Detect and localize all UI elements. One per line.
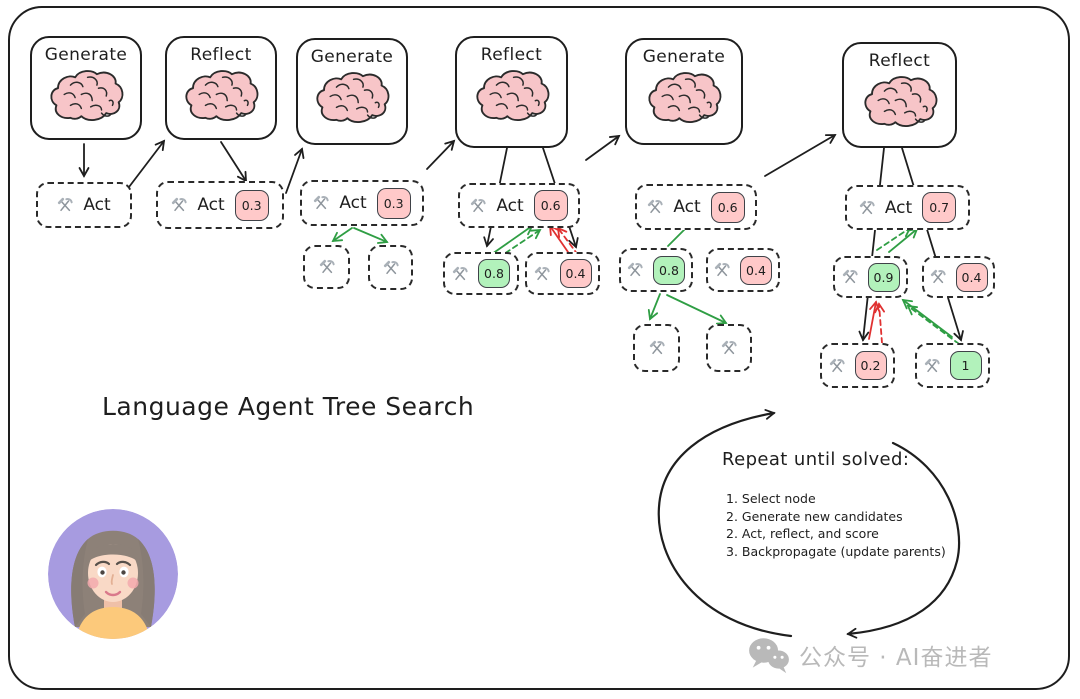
hammer-and-pick-icon <box>171 197 187 213</box>
phase-label: Generate <box>44 45 128 65</box>
act-node-4: Act 0.6 <box>458 183 580 228</box>
hammer-and-pick-icon <box>319 259 335 275</box>
loop-steps: 1. Select node 2. Generate new candidate… <box>726 490 946 560</box>
hammer-and-pick-icon <box>829 358 845 374</box>
hammer-and-pick-icon <box>721 340 737 356</box>
diagram-title: Language Agent Tree Search <box>102 392 475 421</box>
watermark: 公众号 · AI奋进者 <box>748 636 992 674</box>
hammer-and-pick-icon <box>534 266 550 282</box>
act-label: Act <box>496 195 524 216</box>
score-badge: 0.6 <box>533 190 568 221</box>
score-badge: 0.8 <box>478 259 510 288</box>
score-badge: 0.2 <box>854 351 887 380</box>
act-label: Act <box>339 193 367 213</box>
grandchild-node: 0.2 <box>820 343 895 388</box>
score-badge: 0.6 <box>710 191 745 223</box>
brain-icon <box>180 68 262 124</box>
hammer-and-pick-icon <box>57 197 73 213</box>
brain-icon <box>643 70 725 126</box>
candidate-node <box>633 324 680 372</box>
wechat-icon <box>749 638 789 674</box>
child-node: 0.8 <box>443 252 519 295</box>
child-node: 0.4 <box>922 256 995 298</box>
act-label: Act <box>197 195 225 215</box>
hammer-and-pick-icon <box>452 266 468 282</box>
phase-label: Reflect <box>868 51 931 71</box>
candidate-node <box>303 245 350 289</box>
act-label: Act <box>83 195 111 215</box>
hammer-and-pick-icon <box>924 358 940 374</box>
outer-frame <box>8 6 1070 690</box>
hammer-and-pick-icon <box>714 262 730 278</box>
phase-label: Reflect <box>190 45 252 65</box>
phase-label: Reflect <box>480 45 543 65</box>
child-node: 0.4 <box>525 252 600 295</box>
hammer-and-pick-icon <box>470 198 486 214</box>
loop-heading: Repeat until solved: <box>722 449 910 470</box>
hammer-and-pick-icon <box>627 262 643 278</box>
phase-label: Generate <box>642 47 726 67</box>
hammer-and-pick-icon <box>842 269 858 285</box>
phase-box-generate-3: Generate <box>625 38 743 145</box>
watermark-text: 公众号 · AI奋进者 <box>799 645 993 671</box>
act-node-5: Act 0.6 <box>635 184 757 230</box>
hammer-and-pick-icon <box>647 199 663 215</box>
woman-avatar <box>48 509 178 639</box>
act-node-2: Act 0.3 <box>156 181 284 229</box>
hammer-and-pick-icon <box>383 260 399 276</box>
act-label: Act <box>884 197 913 218</box>
phase-box-generate-1: Generate <box>30 36 142 140</box>
child-node: 0.8 <box>619 248 693 292</box>
phase-box-generate-2: Generate <box>296 38 408 145</box>
act-label: Act <box>673 197 701 217</box>
hammer-and-pick-icon <box>649 340 665 356</box>
child-node: 0.4 <box>706 248 780 292</box>
brain-icon <box>311 70 393 126</box>
phase-box-reflect-3: Reflect <box>842 42 957 148</box>
score-badge: 0.3 <box>376 187 411 219</box>
loop-step: 1. Select node <box>726 491 816 506</box>
score-badge: 0.9 <box>867 262 900 292</box>
score-badge: 0.3 <box>234 189 269 221</box>
phase-box-reflect-1: Reflect <box>165 36 277 140</box>
candidate-node <box>368 245 413 290</box>
hammer-and-pick-icon <box>859 200 875 216</box>
hammer-and-pick-icon <box>930 269 946 285</box>
hammer-and-pick-icon <box>313 195 329 211</box>
grandchild-node: 1 <box>915 343 990 388</box>
phase-box-reflect-2: Reflect <box>455 36 568 148</box>
act-node-1: Act <box>36 182 132 228</box>
score-badge: 0.4 <box>559 259 592 288</box>
brain-icon <box>859 74 941 130</box>
act-node-6: Act 0.7 <box>845 185 970 230</box>
loop-step: 2. Generate new candidates <box>726 508 903 524</box>
score-badge: 0.8 <box>653 255 685 285</box>
brain-icon <box>471 68 553 124</box>
brain-icon <box>45 68 127 124</box>
score-badge: 1 <box>949 351 982 380</box>
score-badge: 0.7 <box>922 192 957 223</box>
phase-label: Generate <box>310 47 394 67</box>
loop-step: 3. Backpropagate (update parents) <box>726 543 946 559</box>
act-node-3: Act 0.3 <box>300 180 424 226</box>
score-badge: 0.4 <box>740 255 772 285</box>
loop-step: 2. Act, reflect, and score <box>726 526 879 541</box>
score-badge: 0.4 <box>955 262 988 292</box>
candidate-node <box>706 324 752 372</box>
child-node: 0.9 <box>833 256 908 298</box>
